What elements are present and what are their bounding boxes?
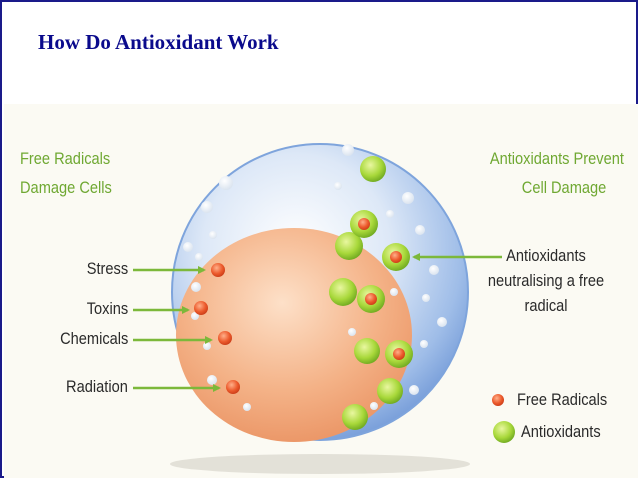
neutralising-pairs [350, 210, 413, 368]
cell-bubbles [183, 144, 447, 411]
free-radicals-heading-line2: Damage Cells [20, 178, 112, 197]
neutralising-line3: radical [524, 296, 568, 315]
legend-free-radicals: Free Radicals [517, 390, 608, 409]
antioxidants-heading-line2: Cell Damage [521, 178, 606, 197]
cell-shadow [170, 454, 470, 474]
label-stress: Stress [86, 259, 128, 278]
slide-title: How Do Antioxidant Work [38, 30, 279, 54]
legend-antioxidant-marker [493, 421, 515, 443]
free-radicals-heading-line1: Free Radicals [20, 149, 111, 168]
legend-antioxidants: Antioxidants [521, 422, 601, 441]
antioxidants-heading-line1: Antioxidants Prevent [489, 149, 624, 168]
neutralising-line2: neutralising a free [487, 271, 605, 290]
label-chemicals: Chemicals [59, 329, 128, 348]
legend-free-radical-marker [492, 394, 504, 406]
neutralising-line1: Antioxidants [506, 246, 586, 265]
nucleus [176, 228, 412, 442]
label-radiation: Radiation [66, 377, 128, 396]
antioxidant-particles [329, 156, 403, 430]
free-radical-particles [194, 263, 240, 394]
arrows [133, 253, 502, 392]
label-toxins: Toxins [86, 299, 128, 318]
